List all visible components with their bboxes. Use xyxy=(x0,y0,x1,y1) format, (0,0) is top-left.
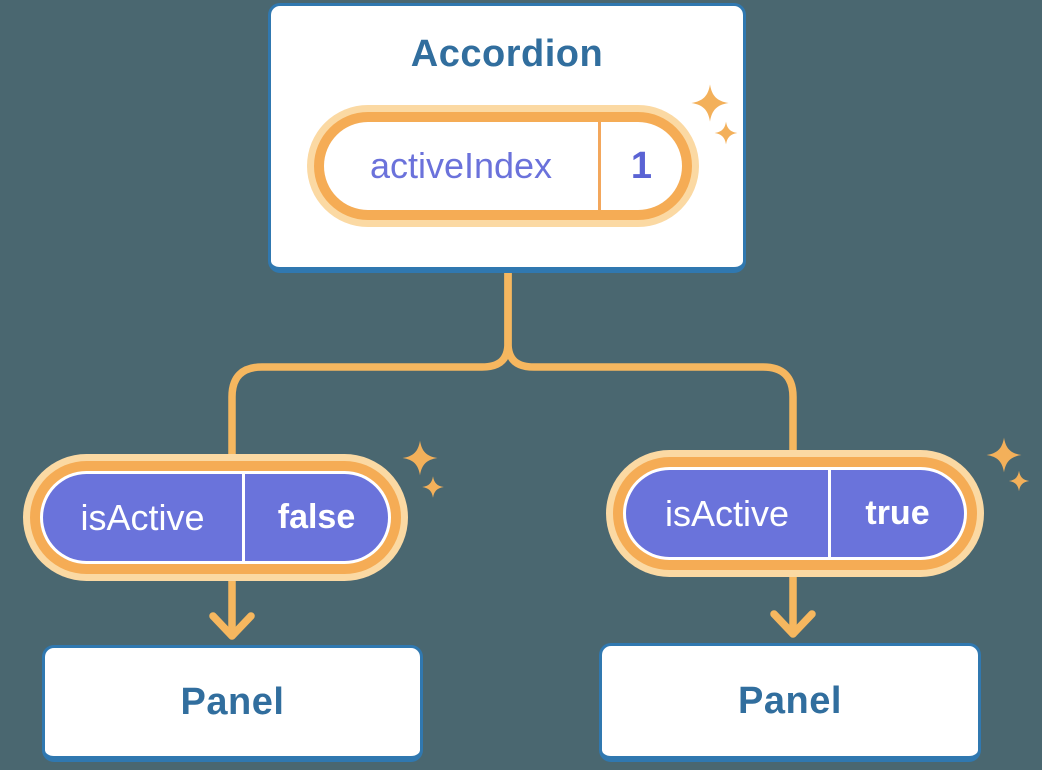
prop-pill-isactive-false: isActive false xyxy=(23,454,408,581)
pill-white-rim: isActive false xyxy=(40,471,391,564)
prop-value-label: false xyxy=(277,498,356,536)
pill-ring: activeIndex 1 xyxy=(314,112,692,220)
pill-divider xyxy=(242,474,245,561)
state-pill-body: activeIndex 1 xyxy=(324,122,682,210)
prop-name-label: isActive xyxy=(664,492,790,534)
panel-card-right: Panel xyxy=(599,643,981,762)
pill-divider xyxy=(828,470,831,557)
pill-glow: isActive false xyxy=(23,454,408,581)
pill-glow: isActive true xyxy=(606,450,984,577)
panel-card-left: Panel xyxy=(42,645,423,762)
prop-pill-isactive-true: isActive true xyxy=(606,450,984,577)
prop-pill-body: isActive true xyxy=(626,470,964,557)
pill-ring: isActive true xyxy=(613,457,977,570)
panel-title: Panel xyxy=(180,680,285,723)
prop-name-label: isActive xyxy=(80,496,205,538)
pill-ring: isActive false xyxy=(30,461,401,574)
accordion-title: Accordion xyxy=(410,33,604,75)
pill-glow: activeIndex 1 xyxy=(307,105,699,227)
prop-pill-body: isActive false xyxy=(43,474,388,561)
panel-title: Panel xyxy=(738,679,842,722)
pill-divider xyxy=(598,122,601,210)
state-value-label: 1 xyxy=(630,144,653,187)
state-pill-activeindex: activeIndex 1 xyxy=(307,105,699,227)
state-name-label: activeIndex xyxy=(369,145,553,186)
arrowhead-left-icon xyxy=(209,612,255,640)
pill-white-rim: isActive true xyxy=(623,467,967,560)
prop-value-label: true xyxy=(865,494,930,532)
arrowhead-right-icon xyxy=(770,610,816,638)
connector-branch-right xyxy=(504,270,797,630)
